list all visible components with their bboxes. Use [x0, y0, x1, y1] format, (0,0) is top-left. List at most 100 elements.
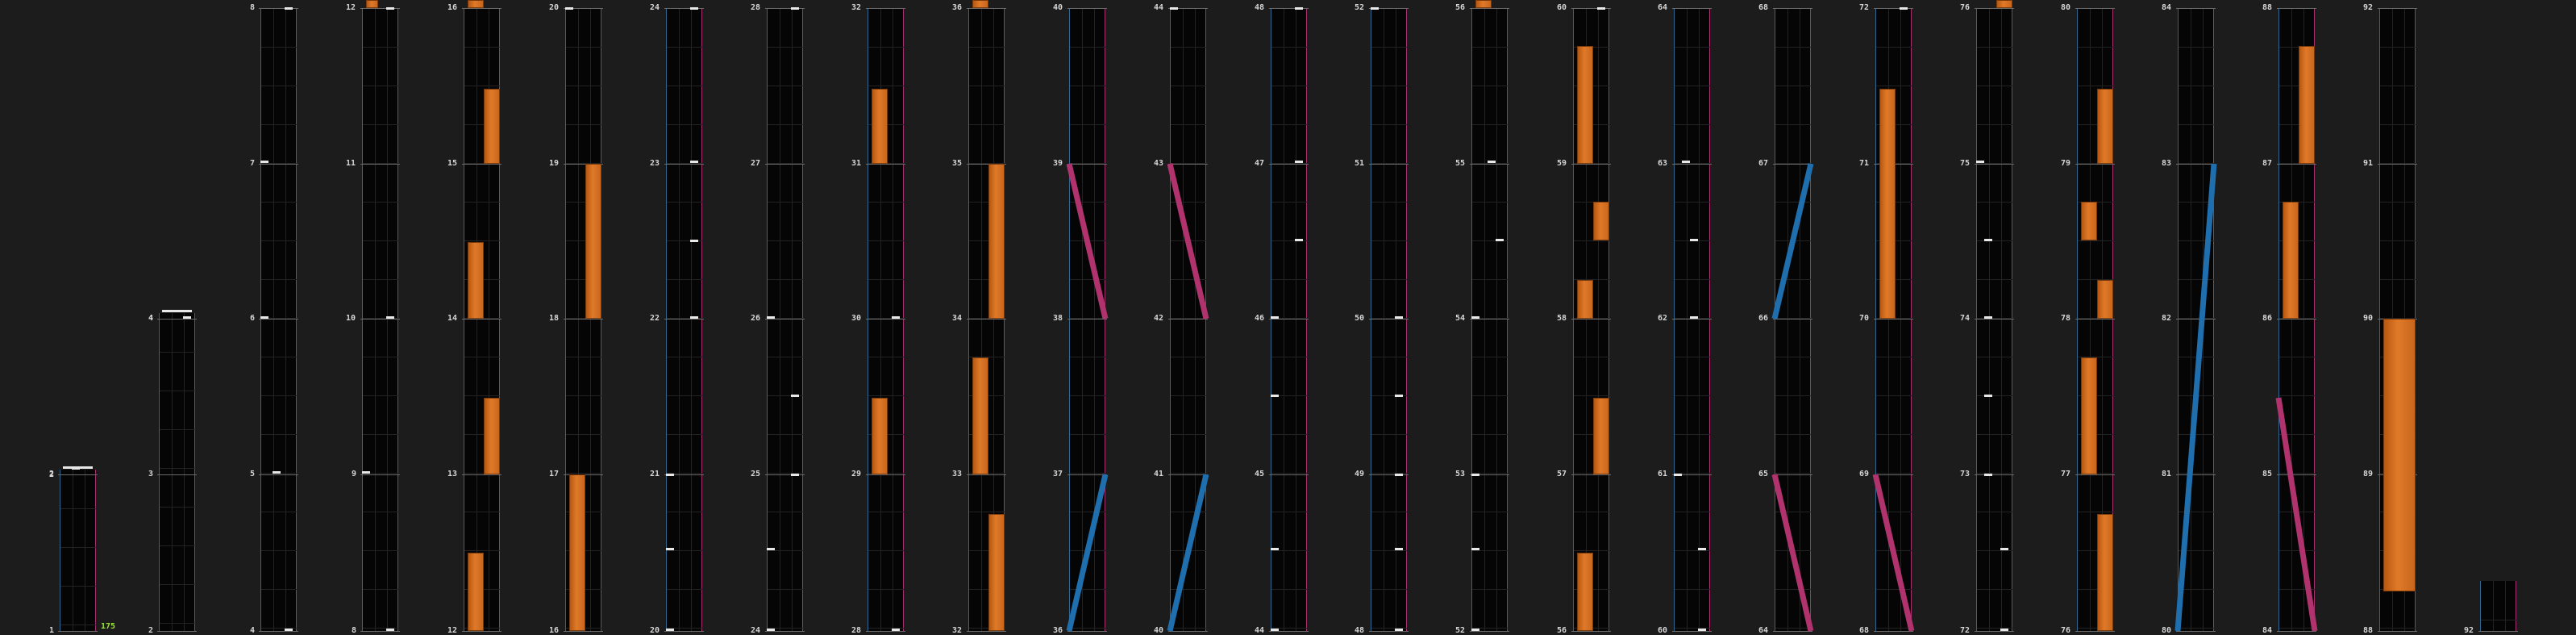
row-line	[1975, 474, 2014, 475]
grid-line	[880, 8, 881, 631]
marker-dash	[2000, 629, 2008, 631]
grid-line	[1977, 318, 2013, 319]
grid-line	[868, 279, 905, 280]
diagonal-line	[2174, 163, 2217, 632]
grid-line	[160, 623, 196, 624]
grid-line	[969, 550, 1005, 551]
row-label: 68	[1758, 3, 1769, 12]
row-line	[1975, 164, 2014, 165]
row-line	[1672, 631, 1712, 632]
grid-line	[1070, 589, 1106, 590]
grid-line	[2078, 47, 2114, 48]
grid-line	[1699, 8, 1700, 631]
row-line	[1874, 8, 1913, 9]
level-bar	[2097, 89, 2113, 164]
level-bar	[2383, 319, 2416, 591]
row-label: 76	[2061, 626, 2071, 635]
grid-line	[1195, 8, 1196, 631]
marker-dash	[386, 7, 394, 10]
row-label: 4	[148, 314, 154, 323]
level-bar	[1593, 398, 1609, 474]
row-line	[1369, 8, 1409, 9]
grid-line	[464, 434, 501, 435]
grid-line	[160, 507, 196, 508]
row-label: 92	[2464, 626, 2474, 635]
grid-line	[2102, 8, 2103, 631]
grid-line	[363, 279, 399, 280]
row-label: 72	[1960, 626, 1970, 635]
grid-line	[969, 163, 1005, 164]
marker-dash	[690, 7, 698, 10]
grid-line	[667, 434, 703, 435]
row-label: 36	[1053, 626, 1063, 635]
row-line	[1369, 164, 1409, 165]
row-line	[259, 631, 298, 632]
row-label: 2	[148, 626, 154, 635]
grid-line	[1371, 163, 1408, 164]
grid-line	[768, 550, 804, 551]
grid-line	[1775, 628, 1812, 629]
row-line	[1067, 319, 1107, 320]
row-line	[2378, 164, 2417, 165]
row-line	[157, 474, 197, 475]
grid-line	[160, 429, 196, 430]
row-label: 72	[1859, 3, 1870, 12]
row-line	[2378, 631, 2417, 632]
row-line	[1672, 8, 1712, 9]
row-line	[259, 164, 298, 165]
grid-line	[1900, 8, 1901, 631]
row-label: 67	[1758, 159, 1769, 168]
row-label: 78	[2061, 314, 2071, 323]
grid-line	[1876, 473, 1912, 474]
marker-dash	[1271, 316, 1279, 319]
marker-dash	[666, 474, 674, 476]
row-label: 36	[952, 3, 963, 12]
column-top-label: 4	[148, 314, 154, 323]
marker-dash	[1496, 239, 1504, 241]
grid-line	[868, 589, 905, 590]
row-line	[866, 474, 905, 475]
row-label: 3	[148, 470, 154, 478]
row-label: 61	[1658, 470, 1668, 478]
row-label: 38	[1053, 314, 1063, 323]
row-line	[1168, 319, 1208, 320]
row-label: 14	[447, 314, 458, 323]
row-line	[765, 474, 805, 475]
marker-dash	[791, 395, 799, 397]
row-label: 8	[250, 3, 256, 12]
row-label: 6	[250, 314, 256, 323]
grid-line	[2078, 240, 2114, 241]
grid-line	[566, 163, 602, 164]
grid-line	[969, 628, 1005, 629]
marker-dash	[1395, 395, 1403, 397]
row-line	[1269, 164, 1309, 165]
row-label: 20	[549, 3, 560, 12]
grid-line	[1070, 395, 1106, 396]
row-label: 70	[1859, 314, 1870, 323]
row-line	[1571, 8, 1611, 9]
grid-line	[1574, 395, 1610, 396]
level-bar	[585, 164, 601, 319]
row-line	[2075, 631, 2115, 632]
grid-line	[1171, 279, 1207, 280]
grid-line	[1171, 318, 1207, 319]
grid-line	[1876, 47, 1912, 48]
grid-line	[1271, 473, 1308, 474]
grid-line	[1371, 628, 1408, 629]
level-bar	[468, 553, 484, 631]
marker-dash	[1271, 395, 1279, 397]
row-line	[1773, 474, 1812, 475]
grid-line	[2078, 163, 2114, 164]
row-line	[1874, 319, 1913, 320]
row-label: 88	[2363, 626, 2374, 635]
marker-dash	[791, 7, 799, 10]
grid-line	[2380, 202, 2416, 203]
grid-line	[1775, 395, 1812, 396]
row-line	[1470, 319, 1509, 320]
grid-line	[2179, 628, 2215, 629]
column-12	[1170, 8, 1207, 631]
row-label: 12	[346, 3, 356, 12]
column-14	[1371, 8, 1408, 631]
level-bar	[972, 0, 988, 8]
row-line	[259, 319, 298, 320]
